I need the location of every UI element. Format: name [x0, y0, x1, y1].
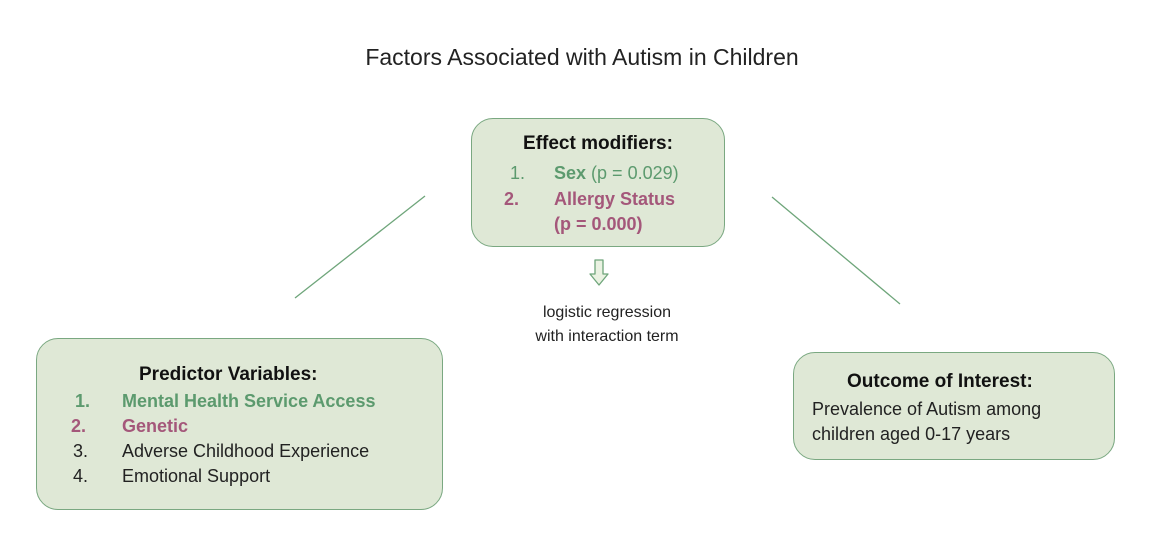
- outcome-text-line1: Prevalence of Autism among: [812, 399, 1042, 419]
- method-caption-line1: logistic regression: [542, 304, 672, 321]
- effect-modifiers-box: Effect modifiers: 1. Sex (p = 0.029) 2. …: [471, 118, 725, 247]
- down-arrow-icon: [589, 259, 609, 286]
- predictor-label: Genetic: [122, 416, 189, 436]
- modifier-pvalue: (p = 0.029): [591, 163, 679, 183]
- diagram-title: Factors Associated with Autism in Childr…: [365, 44, 799, 70]
- connector-left: [294, 195, 426, 299]
- effect-modifiers-heading: Effect modifiers:: [523, 133, 673, 154]
- list-number: 2.: [504, 189, 520, 209]
- list-number: 1.: [75, 391, 91, 411]
- outcome-heading: Outcome of Interest:: [847, 371, 1033, 392]
- predictor-label: Emotional Support: [122, 466, 271, 486]
- predictor-label: Mental Health Service Access: [122, 391, 376, 411]
- list-number: 3.: [73, 441, 89, 461]
- predictor-label: Adverse Childhood Experience: [122, 441, 370, 461]
- list-number: 4.: [73, 466, 89, 486]
- list-number: 1.: [510, 163, 526, 183]
- predictor-variables-heading: Predictor Variables:: [139, 364, 318, 385]
- modifier-label: Allergy Status: [554, 189, 676, 209]
- method-caption-line2: with interaction term: [535, 328, 679, 345]
- modifier-label: Sex: [554, 163, 587, 183]
- list-number: 2.: [71, 416, 87, 436]
- modifier-pvalue: (p = 0.000): [554, 214, 643, 234]
- outcome-box: Outcome of Interest: Prevalence of Autis…: [793, 352, 1115, 460]
- list-text: Sex (p = 0.029): [554, 161, 679, 185]
- outcome-text-line2: children aged 0-17 years: [812, 424, 1011, 444]
- connector-right: [771, 196, 901, 305]
- predictor-variables-box: Predictor Variables: 1. Mental Health Se…: [36, 338, 443, 510]
